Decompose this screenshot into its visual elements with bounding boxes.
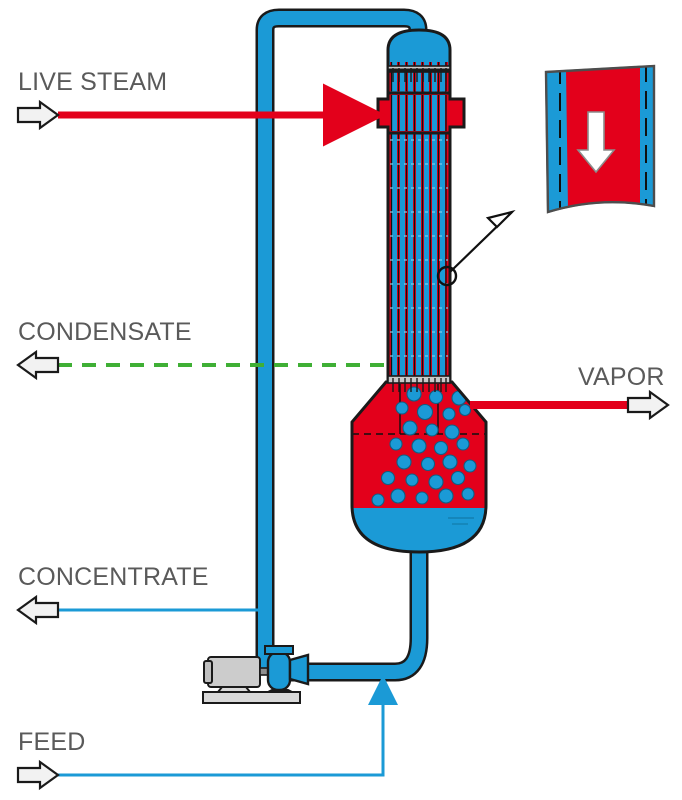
label-vapor: VAPOR <box>578 363 665 391</box>
recirculation-piping <box>255 8 429 682</box>
arrow-feed <box>16 760 60 790</box>
label-condensate: CONDENSATE <box>18 318 192 346</box>
callout-leader-arrow <box>449 209 516 273</box>
label-feed: FEED <box>18 728 85 756</box>
distribution-head-dome <box>386 28 452 74</box>
stream-line-feed <box>58 675 398 777</box>
arrow-concentrate <box>16 595 60 625</box>
centrifugal-pump <box>202 645 310 704</box>
label-live-steam: LIVE STEAM <box>18 68 167 96</box>
live-steam-inlet-nozzle <box>376 91 466 135</box>
arrow-vapor <box>626 390 670 420</box>
arrow-condensate <box>16 350 60 380</box>
arrow-live-steam <box>16 100 60 130</box>
vapor-liquid-separator <box>350 375 488 554</box>
evaporator-column <box>376 28 466 384</box>
label-concentrate: CONCENTRATE <box>18 563 209 591</box>
separator-outline <box>350 380 488 554</box>
callout-circle-marker <box>436 265 458 287</box>
lower-tubesheet <box>387 375 451 392</box>
tube-wall-falling-film-detail <box>544 64 656 214</box>
droplet-group <box>371 386 477 507</box>
flow-down-arrow-icon <box>576 111 616 174</box>
